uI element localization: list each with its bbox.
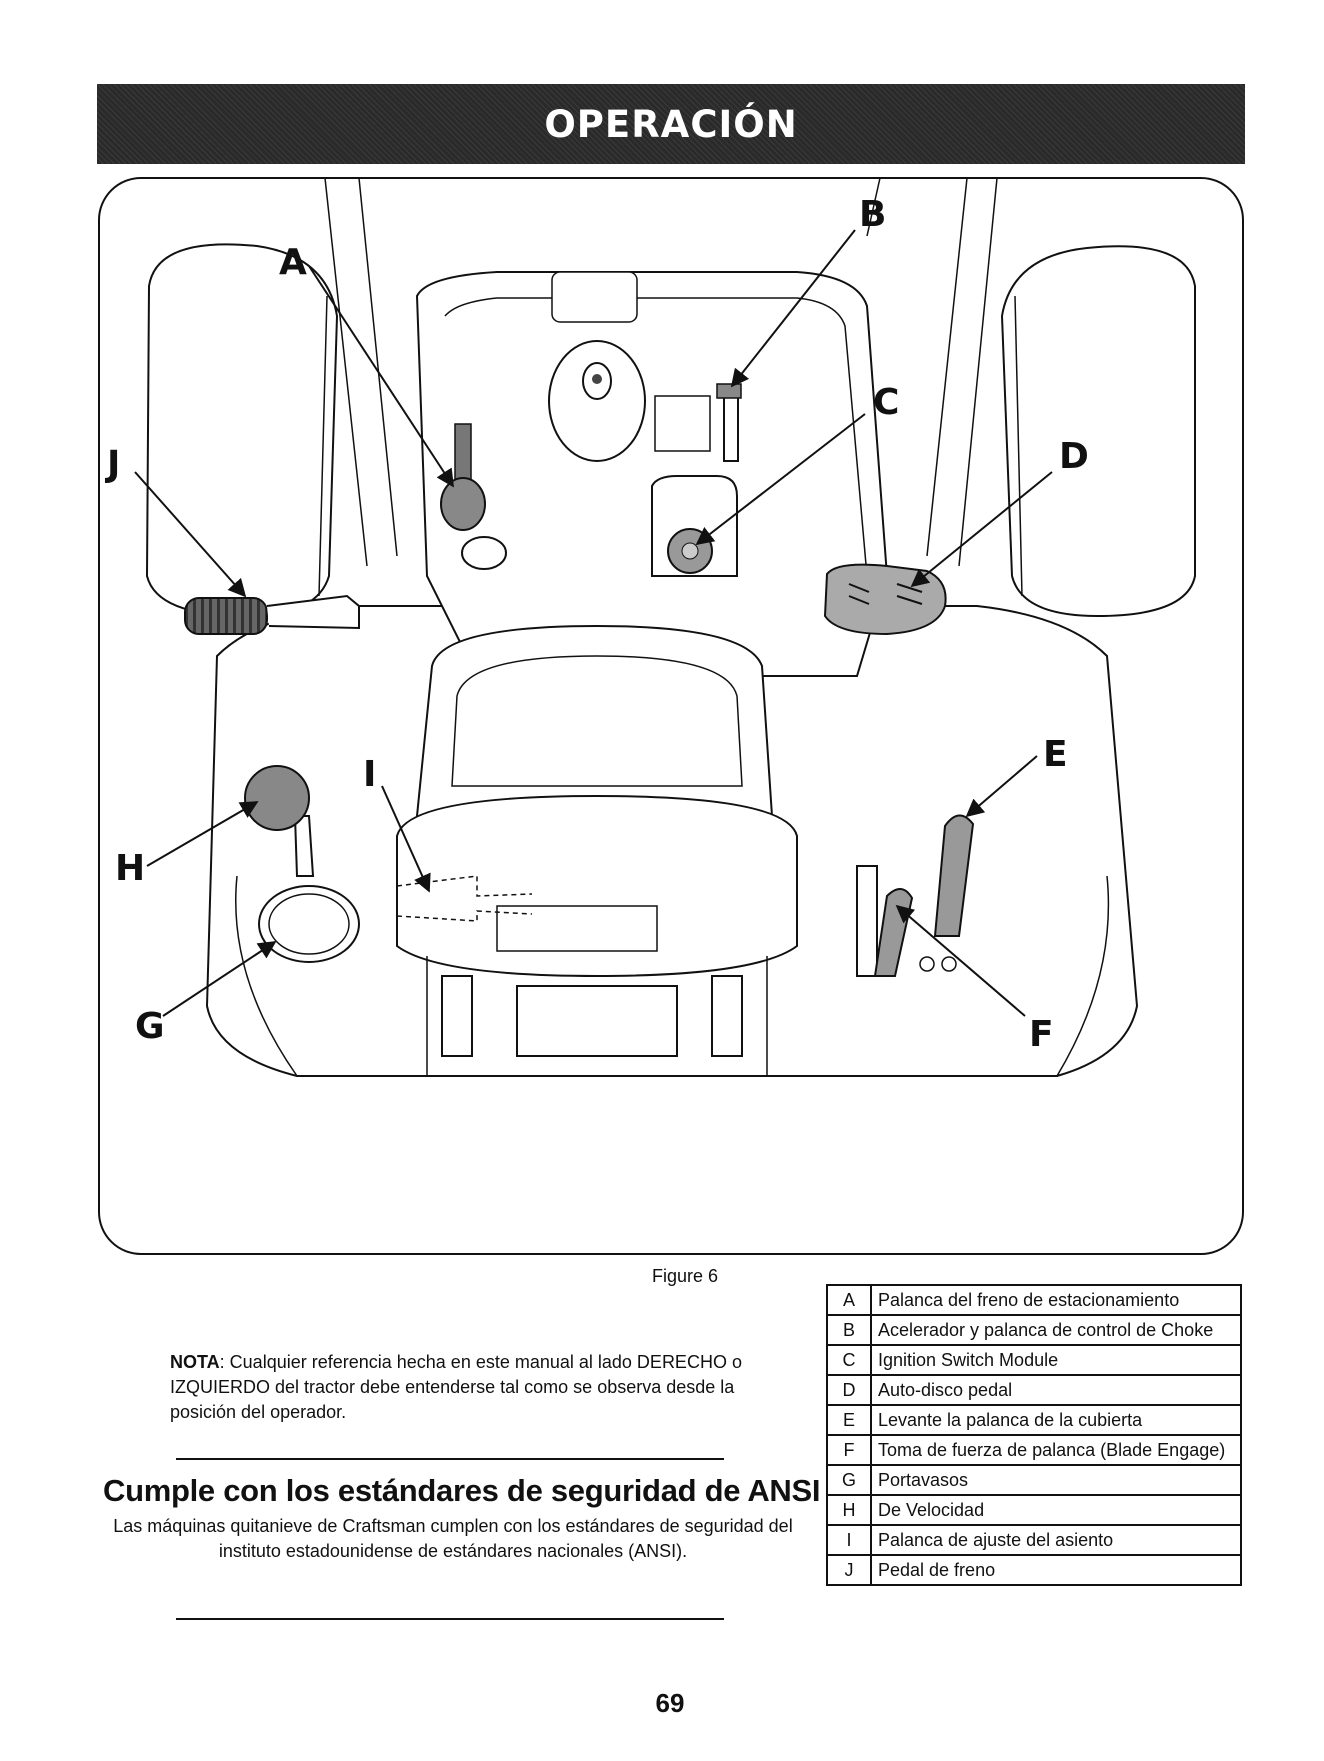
callout-h: H [115, 848, 145, 889]
legend-letter: J [826, 1554, 872, 1586]
legend-letter: F [826, 1434, 872, 1466]
note-text: : Cualquier referencia hecha en este man… [170, 1352, 742, 1422]
seat-springs [441, 975, 743, 1057]
header-bar: OPERACIÓN [97, 84, 1245, 164]
figure-caption: Figure 6 [651, 1266, 719, 1286]
note-label: NOTA [170, 1352, 220, 1372]
legend-text: Portavasos [870, 1464, 1242, 1496]
left-rear-tire [145, 243, 339, 618]
callout-i: I [363, 754, 376, 795]
legend-text: De Velocidad [870, 1494, 1242, 1526]
tractor-diagram: A B C D E F G H I J [98, 177, 1244, 1255]
tractor-controls-figure: A B C D E F G H I J [97, 176, 1245, 1256]
note-paragraph: NOTA: Cualquier referencia hecha en este… [170, 1350, 760, 1425]
figure-border [98, 177, 1244, 1255]
auto-disco-pedal [823, 563, 947, 636]
pto-lever [856, 865, 957, 977]
callout-b: B [859, 194, 886, 235]
right-rear-tire [1000, 245, 1196, 618]
legend-letter: D [826, 1374, 872, 1406]
parking-brake-lever [440, 423, 486, 531]
callout-e: E [1043, 734, 1068, 775]
page-title: OPERACIÓN [544, 102, 798, 146]
callout-d: D [1059, 436, 1089, 477]
ansi-heading: Cumple con los estándares de seguridad d… [103, 1473, 821, 1508]
legend-text: Levante la palanca de la cubierta [870, 1404, 1242, 1436]
divider-top [176, 1458, 724, 1460]
callout-f: F [1029, 1014, 1054, 1055]
legend-letter: B [826, 1314, 872, 1346]
speed-lever [244, 765, 315, 877]
cupholder [258, 885, 360, 963]
brake-pedal [184, 594, 360, 635]
ignition-switch-module [651, 475, 738, 577]
legend-text: Pedal de freno [870, 1554, 1242, 1586]
legend-letter: H [826, 1494, 872, 1526]
divider-bottom [176, 1618, 724, 1620]
ansi-body: Las máquinas quitanieve de Craftsman cum… [113, 1516, 793, 1561]
legend-letter: I [826, 1524, 872, 1556]
legend-letter: C [826, 1344, 872, 1376]
legend-text: Toma de fuerza de palanca (Blade Engage) [870, 1434, 1242, 1466]
page-number: 69 [655, 1688, 685, 1718]
throttle-lever [716, 383, 742, 462]
legend-text: Palanca del freno de estacionamiento [870, 1284, 1242, 1316]
steering-column [548, 340, 646, 462]
legend-text: Palanca de ajuste del asiento [870, 1524, 1242, 1556]
legend-letter: A [826, 1284, 872, 1316]
legend-letter: E [826, 1404, 872, 1436]
legend-text: Auto-disco pedal [870, 1374, 1242, 1406]
legend-text: Acelerador y palanca de control de Choke [870, 1314, 1242, 1346]
callout-g: G [135, 1006, 165, 1047]
deck-lift-lever [933, 814, 975, 937]
callout-j: J [104, 444, 120, 485]
seat-adjust-lever [396, 875, 533, 922]
legend-letter: G [826, 1464, 872, 1496]
seat [396, 624, 798, 978]
legend-text: Ignition Switch Module [870, 1344, 1242, 1376]
callout-a: A [279, 242, 307, 283]
callout-c: C [873, 382, 899, 423]
